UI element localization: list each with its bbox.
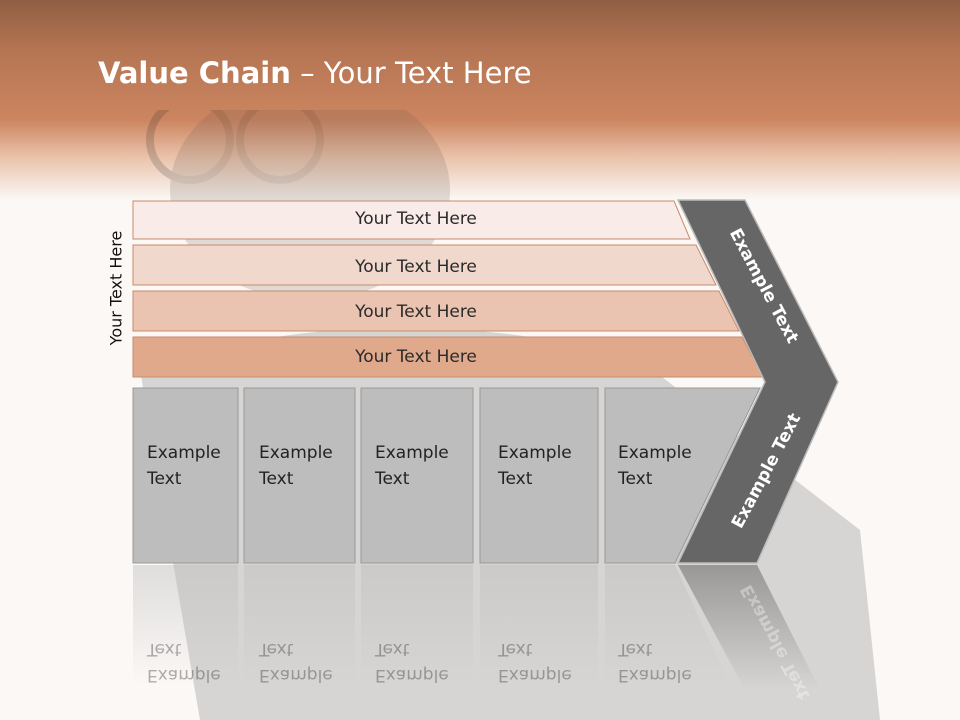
box-4-reflection-line1: Example bbox=[498, 665, 572, 685]
box-2-reflection bbox=[244, 565, 355, 685]
box-1-line2: Text bbox=[147, 469, 182, 489]
header-band bbox=[0, 0, 960, 200]
box-3-line1: Example bbox=[375, 443, 449, 463]
box-2-line1: Example bbox=[259, 443, 333, 463]
slide-title: Value Chain – Your Text Here bbox=[98, 56, 532, 90]
box-5-line2: Text bbox=[618, 469, 653, 489]
box-5-line1: Example bbox=[618, 443, 692, 463]
box-2 bbox=[243, 387, 356, 564]
box-4-line2: Text bbox=[498, 469, 533, 489]
chevron-arrow bbox=[676, 199, 839, 564]
box-1-line1: Example bbox=[147, 443, 221, 463]
box-1-reflection-line1: Example bbox=[147, 665, 221, 685]
bar-3 bbox=[132, 290, 740, 332]
box-2-reflection-line2: Text bbox=[259, 639, 294, 659]
box-5-reflection-line2: Text bbox=[618, 639, 653, 659]
box-1-reflection-line2: Text bbox=[147, 639, 182, 659]
box-1-reflection bbox=[133, 565, 238, 685]
box-3-reflection-text: Example Text bbox=[375, 636, 475, 688]
arrow-reflection bbox=[678, 565, 820, 690]
title-bold: Value Chain bbox=[98, 56, 291, 90]
bar-3-label: Your Text Here bbox=[355, 302, 477, 322]
bar-4-label: Your Text Here bbox=[355, 347, 477, 367]
box-2-reflection-line1: Example bbox=[259, 665, 333, 685]
box-5-reflection-text: Example Text bbox=[618, 636, 718, 688]
box-5 bbox=[604, 387, 761, 564]
box-3-reflection-line2: Text bbox=[375, 639, 410, 659]
box-4-reflection-line2: Text bbox=[498, 639, 533, 659]
box-3-reflection bbox=[361, 565, 473, 685]
box-5-reflection bbox=[605, 565, 730, 685]
box-4-reflection bbox=[480, 565, 598, 685]
box-2-line2: Text bbox=[259, 469, 294, 489]
bar-1-label: Your Text Here bbox=[355, 209, 477, 229]
title-rest: – Your Text Here bbox=[290, 56, 532, 90]
box-1-reflection-text: Example Text bbox=[147, 636, 247, 688]
box-4-line1: Example bbox=[498, 443, 572, 463]
bar-2-label: Your Text Here bbox=[355, 257, 477, 277]
box-4-reflection-text: Example Text bbox=[498, 636, 598, 688]
box-5-reflection-line1: Example bbox=[618, 665, 692, 685]
box-1 bbox=[132, 387, 239, 564]
box-3 bbox=[360, 387, 474, 564]
box-4 bbox=[479, 387, 599, 564]
box-3-reflection-line1: Example bbox=[375, 665, 449, 685]
bar-2 bbox=[132, 244, 717, 286]
bar-1 bbox=[132, 200, 691, 240]
box-2-reflection-text: Example Text bbox=[259, 636, 359, 688]
box-3-line2: Text bbox=[375, 469, 410, 489]
